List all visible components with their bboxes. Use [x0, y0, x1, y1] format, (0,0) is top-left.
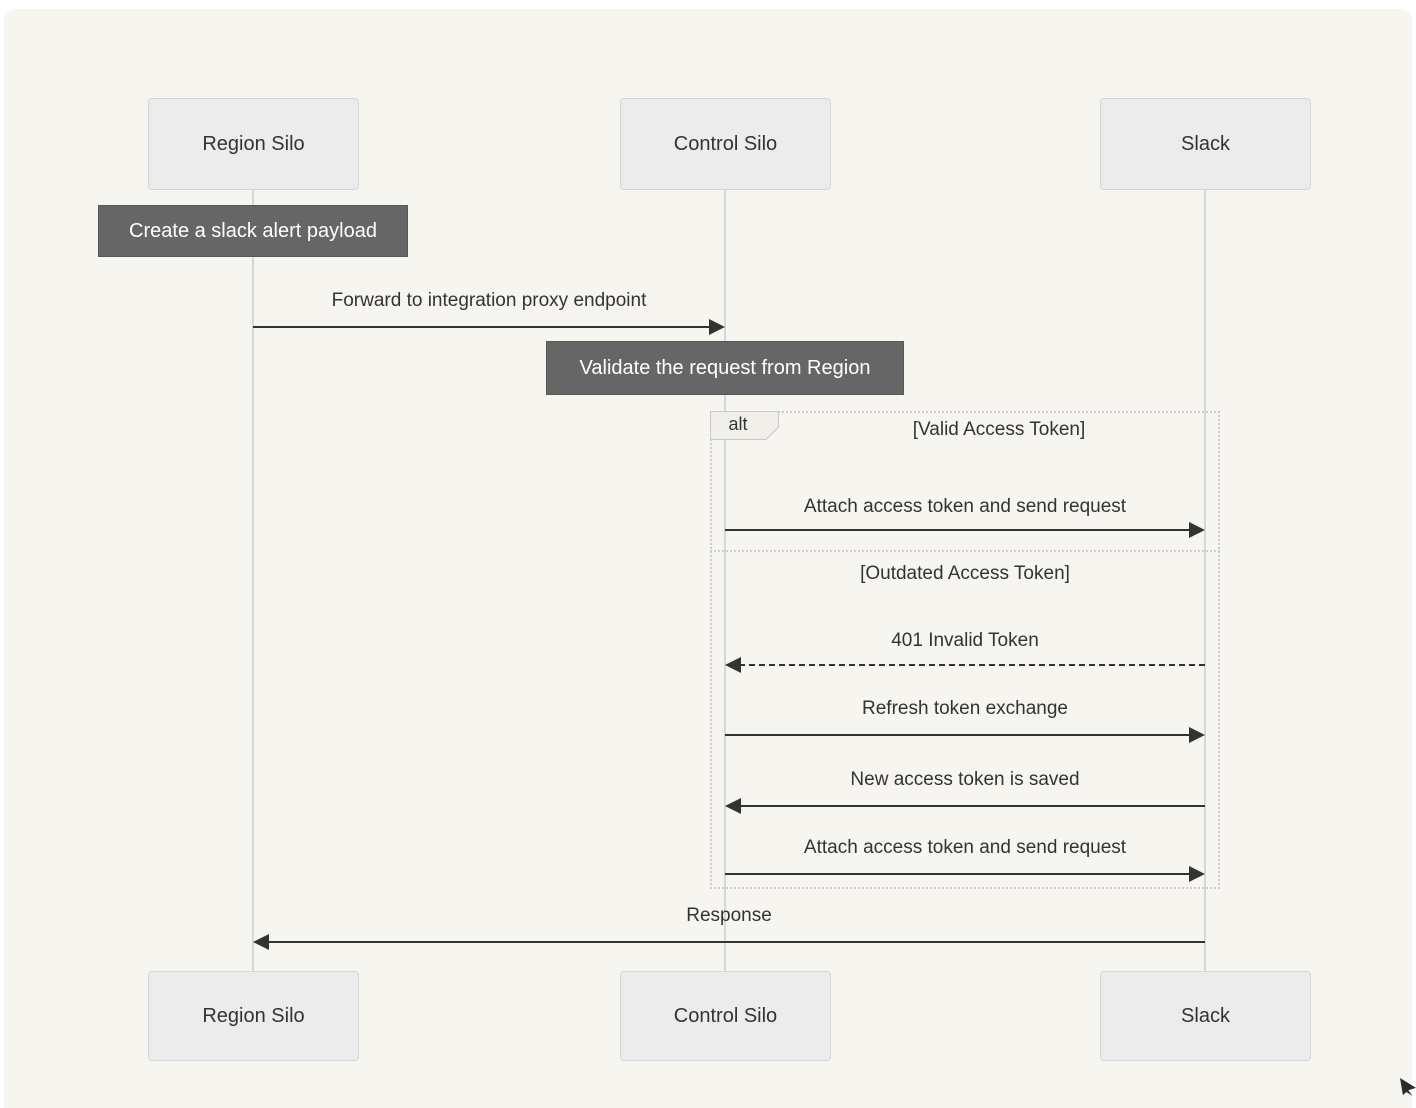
actor-bottom-control-silo: Control Silo: [620, 971, 831, 1061]
note-validate-request: Validate the request from Region: [546, 341, 904, 395]
message-label-401-invalid-token: 401 Invalid Token: [891, 630, 1039, 651]
message-line-refresh-token-exchange: [725, 734, 1192, 736]
arrowhead-right-icon: [1189, 522, 1205, 538]
alt-condition-valid-token: [Valid Access Token]: [912, 419, 1086, 440]
note-text: Validate the request from Region: [579, 356, 871, 379]
alt-label-text: alt: [728, 414, 748, 434]
lifeline-control-silo: [724, 190, 726, 971]
message-label-attach-token-2: Attach access token and send request: [803, 837, 1127, 858]
lifeline-slack: [1204, 190, 1206, 971]
actor-top-control-silo: Control Silo: [620, 98, 831, 190]
arrowhead-left-icon: [725, 657, 741, 673]
actor-top-region-silo: Region Silo: [148, 98, 359, 190]
message-line-response: [267, 941, 1205, 943]
message-label-refresh-token-exchange: Refresh token exchange: [862, 698, 1068, 719]
actor-label: Region Silo: [202, 1004, 305, 1027]
actor-label: Control Silo: [673, 132, 778, 155]
message-label-new-token-saved: New access token is saved: [850, 769, 1080, 790]
arrowhead-right-icon: [1189, 866, 1205, 882]
note-text: Create a slack alert payload: [129, 219, 377, 242]
actor-label: Region Silo: [202, 132, 305, 155]
message-line-forward-to-proxy: [253, 326, 711, 328]
message-line-new-token-saved: [739, 805, 1205, 807]
note-create-slack-alert-payload: Create a slack alert payload: [98, 205, 408, 257]
alt-frame: [710, 411, 1220, 889]
alt-frame-label: alt: [710, 411, 779, 440]
actor-label: Slack: [1181, 1004, 1230, 1027]
alt-frame-divider: [710, 550, 1220, 552]
actor-bottom-region-silo: Region Silo: [148, 971, 359, 1061]
arrowhead-left-icon: [253, 934, 269, 950]
actor-label: Slack: [1181, 132, 1230, 155]
actor-bottom-slack: Slack: [1100, 971, 1311, 1061]
message-line-attach-token-2: [725, 873, 1192, 875]
message-line-401-invalid-token: [739, 664, 1205, 666]
lifeline-region-silo: [252, 190, 254, 971]
message-label-attach-token-1: Attach access token and send request: [803, 496, 1127, 517]
actor-top-slack: Slack: [1100, 98, 1311, 190]
message-line-attach-token-1: [725, 529, 1192, 531]
message-label-forward-to-proxy: Forward to integration proxy endpoint: [331, 290, 647, 311]
message-label-response: Response: [686, 905, 772, 926]
arrowhead-left-icon: [725, 798, 741, 814]
actor-label: Control Silo: [673, 1004, 778, 1027]
alt-condition-outdated-token: [Outdated Access Token]: [860, 563, 1070, 584]
diagram-canvas: [4, 9, 1412, 1108]
alt-label-shape-icon: [710, 411, 779, 440]
arrowhead-right-icon: [709, 319, 725, 335]
arrowhead-right-icon: [1189, 727, 1205, 743]
